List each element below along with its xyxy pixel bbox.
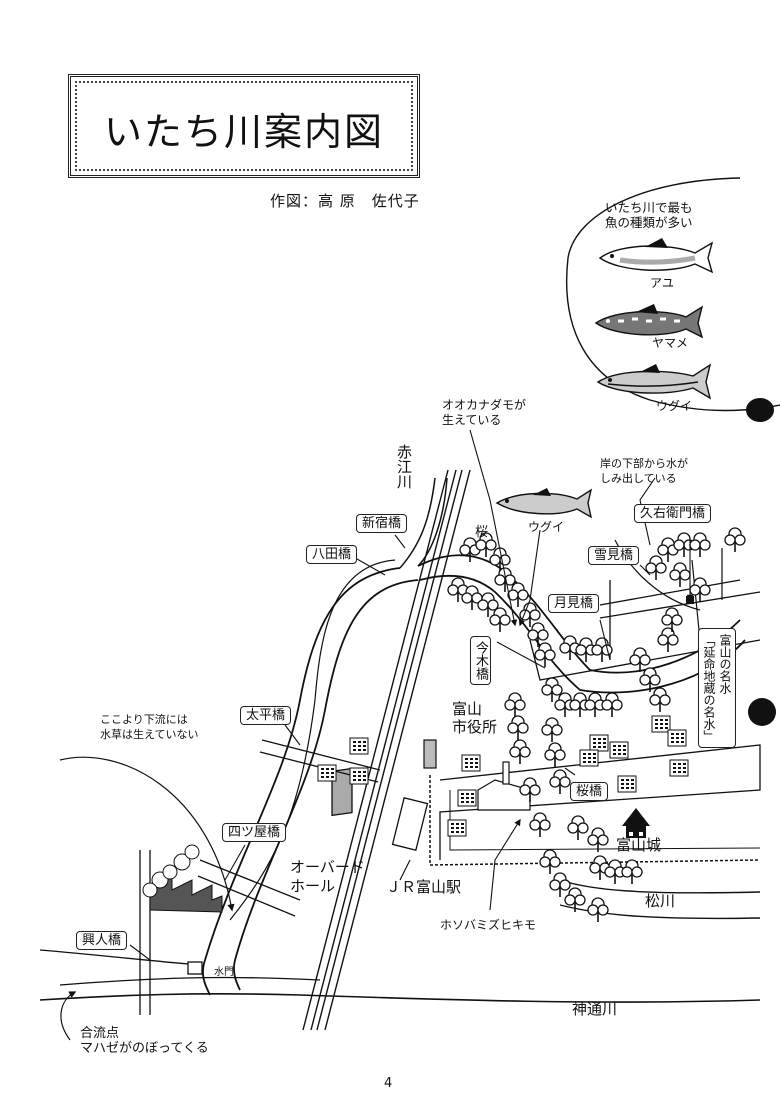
castle-icon (622, 808, 650, 838)
place-suimon: 水門 (214, 967, 234, 978)
building (349, 767, 369, 785)
fish-ugui-river (495, 488, 593, 519)
bridge-sakurabashi: 桜橋 (570, 782, 609, 801)
bridge-shinjuku: 新宿橋 (356, 514, 408, 533)
fish-ugui (596, 363, 712, 400)
bridge-taihei: 太平橋 (240, 706, 292, 725)
fish-label-ugui: ウグイ (656, 399, 693, 413)
annotation-ugui-river: ウグイ (528, 520, 565, 534)
bridge-yotsuya: 四ツ屋橋 (222, 823, 287, 842)
building (317, 764, 337, 782)
building (651, 715, 671, 733)
annotation-gouryu: 合流点 マハゼがのぼってくる (80, 1026, 209, 1056)
place-akae: 赤江川 (395, 444, 413, 489)
building (589, 734, 609, 752)
bridge-hatta: 八田橋 (306, 545, 358, 564)
author-credit: 作図：高 原 佐代子 (270, 192, 420, 210)
place-station: ＪＲ富山駅 (386, 878, 462, 896)
building (447, 819, 467, 837)
bridge-imaki: 今木橋 (470, 636, 491, 685)
place-meisui: 富山の名水 「延命地蔵の名水」 (698, 628, 736, 748)
aubade-hall-building (331, 767, 353, 817)
fish-ayu (598, 238, 714, 274)
bridge-okindo: 興人橋 (76, 931, 128, 950)
factory-building (142, 844, 223, 913)
building (461, 754, 481, 772)
building (617, 775, 637, 793)
building (669, 759, 689, 777)
building (579, 749, 599, 767)
building (609, 741, 629, 759)
bridge-yukimi: 雪見橋 (588, 546, 640, 565)
place-jinzu: 神通川 (572, 1000, 618, 1018)
place-castle: 富山城 (616, 836, 662, 854)
page-number: 4 (384, 1076, 393, 1091)
title-box: いたち川案内図 (68, 74, 420, 178)
fish-panel-heading: いたち川で最も 魚の種類が多い (605, 200, 693, 230)
place-shiyakusho: 富山 市役所 (452, 700, 498, 736)
building (457, 789, 477, 807)
fish-label-ayu: アユ (650, 276, 675, 290)
page-title: いたち川案内図 (103, 110, 384, 154)
annotation-hosoba: ホソバミズヒキモ (440, 918, 537, 932)
building (349, 737, 369, 755)
place-matsukawa: 松川 (645, 892, 676, 910)
building (667, 729, 687, 747)
annotation-kishi: 岸の下部から水が しみ出している (600, 457, 688, 485)
fish-label-yamame: ヤマメ (652, 336, 689, 350)
annotation-sakura: 桜 (475, 525, 489, 540)
annotation-suisou: ここより下流には 水草は生えていない (100, 713, 199, 741)
annotation-ookanadamo: オオカナダモが 生えている (442, 398, 527, 427)
place-aubade: オーバード ホール (290, 858, 365, 895)
fish-yamame (594, 304, 704, 339)
bridge-kyuemon: 久右衛門橋 (634, 504, 712, 523)
bridge-tsukimi: 月見橋 (548, 594, 600, 613)
